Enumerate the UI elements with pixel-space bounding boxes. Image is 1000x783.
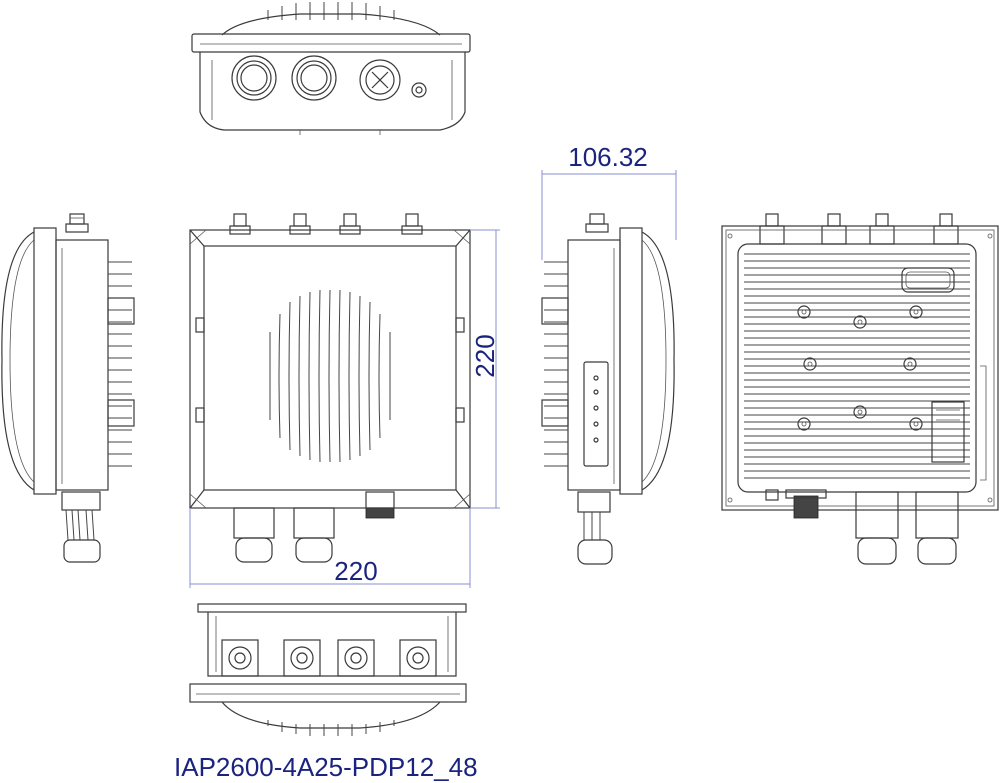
height-dimension xyxy=(470,229,500,509)
top-view xyxy=(191,2,471,135)
rear-mounting-screws xyxy=(797,305,923,431)
bottom-view xyxy=(189,603,467,736)
width-label: 220 xyxy=(334,556,377,586)
rear-heatsink-fins xyxy=(744,253,970,479)
right-side-fins xyxy=(541,261,569,467)
right-side-view xyxy=(541,170,677,565)
front-view xyxy=(189,213,500,588)
depth-label: 106.32 xyxy=(568,142,648,172)
front-antenna-connectors xyxy=(229,213,423,235)
front-vent-fins xyxy=(269,289,391,463)
left-side-fins xyxy=(107,261,135,467)
depth-dimension xyxy=(541,170,677,260)
bottom-antenna-connectors xyxy=(221,639,437,677)
top-view-fins xyxy=(267,2,395,20)
height-label: 220 xyxy=(470,334,500,377)
width-dimension xyxy=(189,508,471,588)
model-name: IAP2600-4A25-PDP12_48 xyxy=(174,752,478,782)
rear-view xyxy=(721,213,999,565)
left-side-view xyxy=(1,213,135,563)
